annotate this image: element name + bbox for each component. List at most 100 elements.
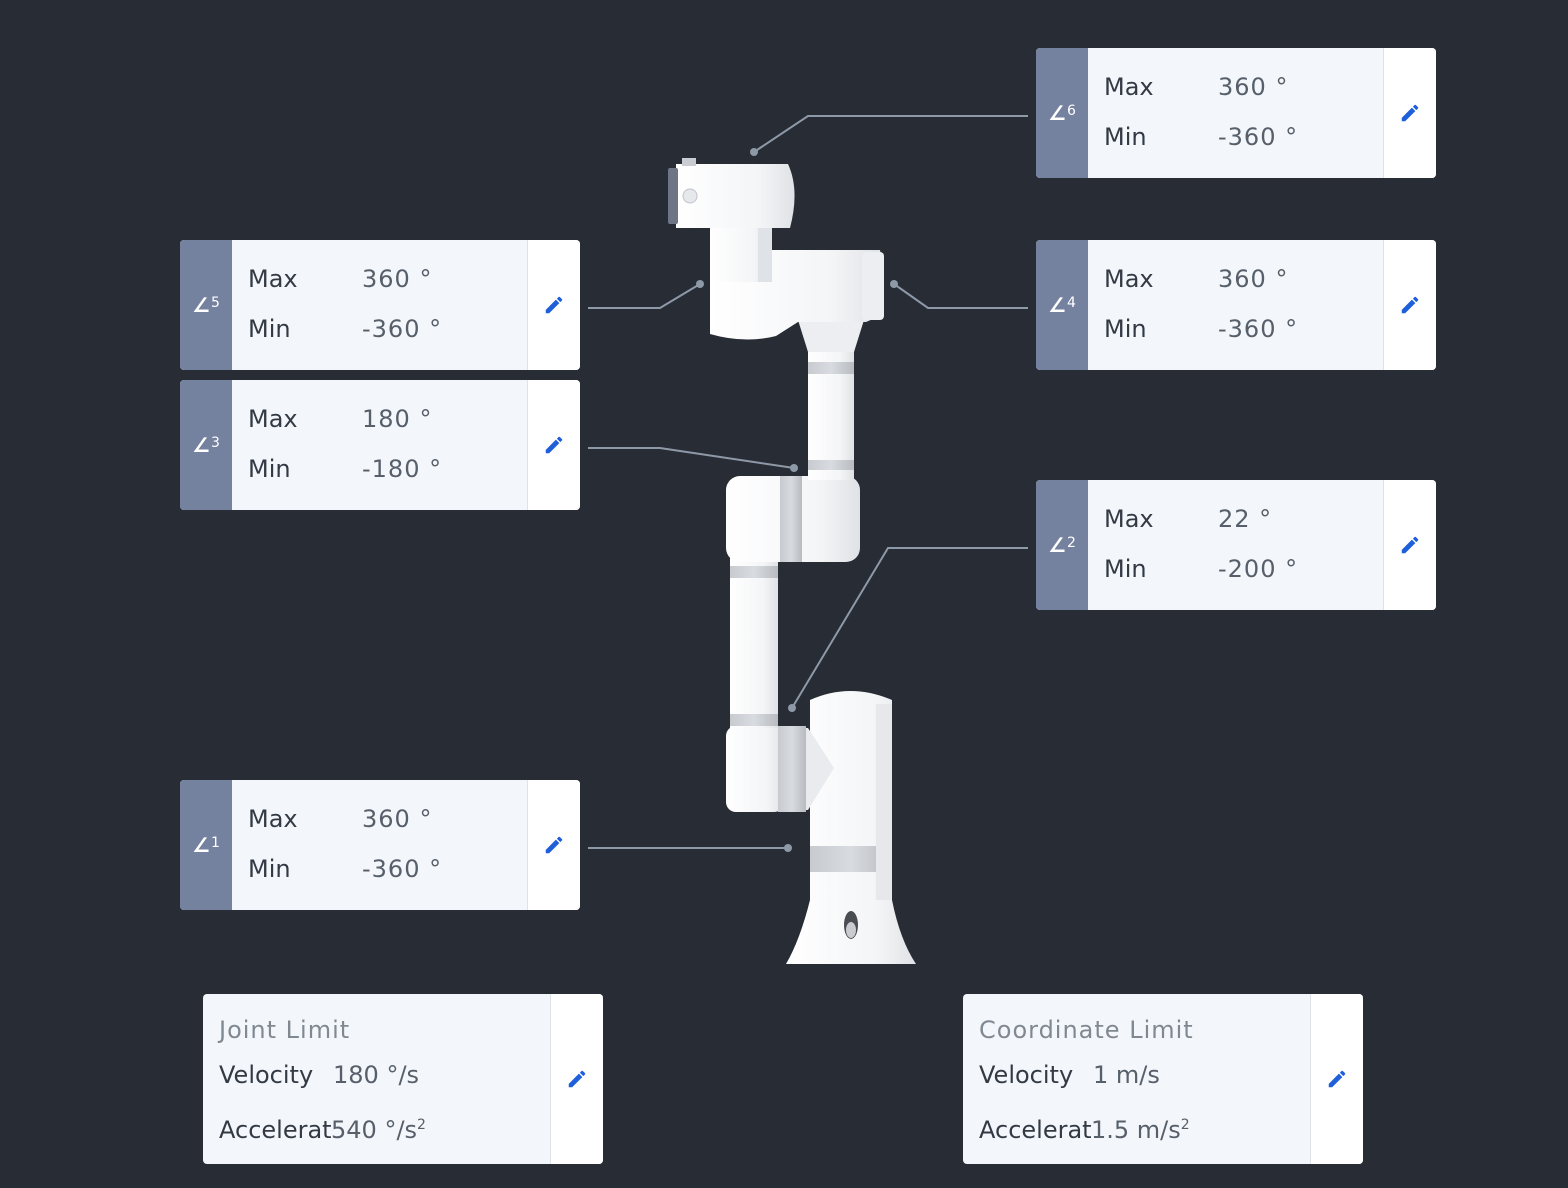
leader-dots: [696, 148, 898, 852]
velocity-value: 1 m/s: [1093, 1061, 1160, 1089]
joint-3-card: ∠3 Max 180 ° Min -180 °: [180, 380, 580, 510]
edit-joint-2-button[interactable]: [1383, 480, 1436, 610]
robot-shoulder: [726, 726, 834, 812]
min-value: -360 °: [362, 315, 443, 343]
pencil-icon: [1328, 1070, 1346, 1088]
max-value: 360 °: [362, 805, 433, 833]
joint-limit-values: Joint Limit Velocity 180 °/s Accelerati.…: [203, 994, 550, 1164]
joint-number: 4: [1067, 295, 1076, 311]
max-value: 360 °: [362, 265, 433, 293]
edit-joint-1-button[interactable]: [527, 780, 580, 910]
min-value: -200 °: [1218, 555, 1299, 583]
angle-icon: ∠: [192, 293, 210, 317]
min-value: -360 °: [1218, 123, 1299, 151]
edit-joint-3-button[interactable]: [527, 380, 580, 510]
pencil-icon: [545, 836, 563, 854]
pencil-icon: [545, 296, 563, 314]
joint-limit-card: Joint Limit Velocity 180 °/s Accelerati.…: [203, 994, 603, 1164]
acceleration-value: 540 °/s: [331, 1116, 418, 1144]
leader-line-j6: [753, 115, 1028, 153]
joint-5-card: ∠5 Max 360 ° Min -360 °: [180, 240, 580, 370]
joint-number: 5: [211, 295, 220, 311]
joint-5-values: Max 360 ° Min -360 °: [232, 240, 527, 370]
velocity-label: Velocity: [979, 1061, 1074, 1089]
min-label: Min: [248, 455, 291, 483]
max-label: Max: [1104, 265, 1154, 293]
angle-icon: ∠: [1048, 293, 1066, 317]
acceleration-label: Accelerati...: [979, 1116, 1091, 1144]
joint-2-values: Max 22 ° Min -200 °: [1088, 480, 1383, 610]
coordinate-limit-card: Coordinate Limit Velocity 1 m/s Accelera…: [963, 994, 1363, 1164]
min-value: -180 °: [362, 455, 443, 483]
angle-icon: ∠: [192, 833, 210, 857]
min-row: Min -200 °: [1104, 544, 1383, 594]
acceleration-exponent: 2: [1180, 1117, 1190, 1133]
max-row: Max 180 °: [248, 394, 527, 444]
leader-line-j3: [588, 447, 795, 469]
edit-joint-limit-button[interactable]: [550, 994, 603, 1164]
max-label: Max: [248, 805, 298, 833]
min-label: Min: [1104, 555, 1147, 583]
max-value: 360 °: [1218, 265, 1289, 293]
min-label: Min: [248, 315, 291, 343]
max-label: Max: [1104, 505, 1154, 533]
leader-line-j5: [588, 283, 701, 309]
velocity-value: 180 °/s: [333, 1061, 420, 1089]
max-value: 360 °: [1218, 73, 1289, 101]
robot-elbow: [726, 476, 860, 562]
joint-4-card: ∠4 Max 360 ° Min -360 °: [1036, 240, 1436, 370]
joint-limit-title: Joint Limit: [219, 1016, 351, 1044]
velocity-row: Velocity 180 °/s: [219, 1050, 550, 1100]
min-row: Min -360 °: [1104, 304, 1383, 354]
acceleration-label: Accelerati...: [219, 1116, 331, 1144]
joint-number: 2: [1067, 535, 1076, 551]
pencil-icon: [545, 436, 563, 454]
acceleration-exponent: 2: [417, 1117, 426, 1133]
angle-icon: ∠: [192, 433, 210, 457]
max-label: Max: [1104, 73, 1154, 101]
joint-1-tab: ∠1: [180, 780, 232, 910]
edit-joint-6-button[interactable]: [1383, 48, 1436, 178]
joint-4-values: Max 360 ° Min -360 °: [1088, 240, 1383, 370]
velocity-label: Velocity: [219, 1061, 314, 1089]
angle-icon: ∠: [1048, 101, 1066, 125]
min-value: -360 °: [1218, 315, 1299, 343]
edit-coordinate-limit-button[interactable]: [1310, 994, 1363, 1164]
angle-icon: ∠: [1048, 533, 1066, 557]
joint-6-tab: ∠6: [1036, 48, 1088, 178]
edit-joint-4-button[interactable]: [1383, 240, 1436, 370]
leader-lines: [588, 115, 1028, 849]
min-label: Min: [1104, 315, 1147, 343]
joint-number: 1: [211, 835, 220, 851]
joint-4-tab: ∠4: [1036, 240, 1088, 370]
joint-6-values: Max 360 ° Min -360 °: [1088, 48, 1383, 178]
max-row: Max 360 °: [1104, 62, 1383, 112]
min-row: Min -180 °: [248, 444, 527, 494]
acceleration-row: Accelerati... 540 °/s2: [219, 1100, 550, 1150]
max-label: Max: [248, 265, 298, 293]
edit-joint-5-button[interactable]: [527, 240, 580, 370]
max-row: Max 360 °: [248, 254, 527, 304]
velocity-row: Velocity 1 m/s: [979, 1050, 1310, 1100]
joint-2-tab: ∠2: [1036, 480, 1088, 610]
pencil-icon: [1401, 296, 1419, 314]
acceleration-value-group: 1.5 m/s2: [1091, 1100, 1190, 1155]
min-label: Min: [248, 855, 291, 883]
robot-lower-arm: [730, 556, 778, 728]
min-value: -360 °: [362, 855, 443, 883]
pencil-icon: [1401, 104, 1419, 122]
max-row: Max 360 °: [1104, 254, 1383, 304]
joint-3-values: Max 180 ° Min -180 °: [232, 380, 527, 510]
joint-1-card: ∠1 Max 360 ° Min -360 °: [180, 780, 580, 910]
joint-number: 3: [211, 435, 220, 451]
joint-number: 6: [1067, 103, 1076, 119]
leader-line-j2: [791, 547, 1028, 709]
coordinate-limit-title: Coordinate Limit: [979, 1016, 1194, 1044]
min-row: Min -360 °: [1104, 112, 1383, 162]
max-row: Max 360 °: [248, 794, 527, 844]
max-row: Max 22 °: [1104, 494, 1383, 544]
robot-flange: [668, 158, 795, 228]
leader-line-j4: [893, 283, 1028, 309]
